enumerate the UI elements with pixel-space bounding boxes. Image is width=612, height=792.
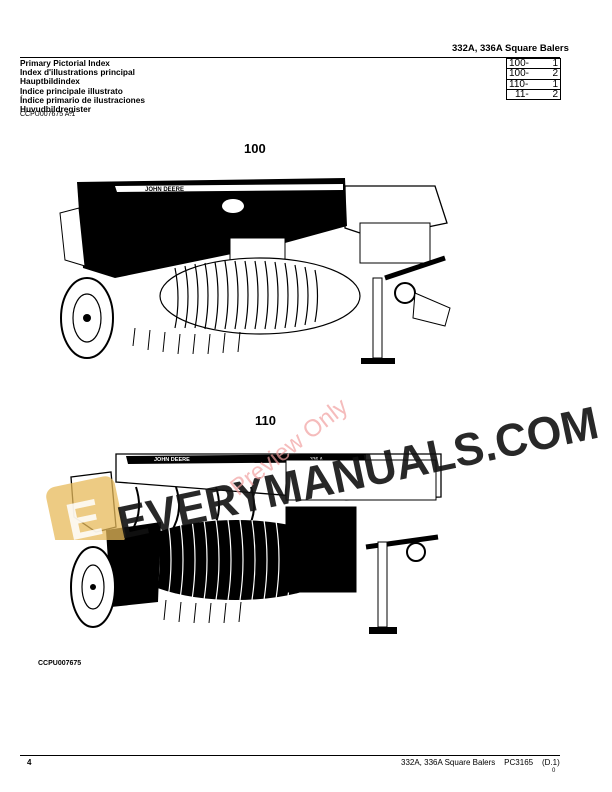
index-title-fr: Index d'illustrations principal <box>20 67 135 78</box>
index-title-block: Primary Pictorial Index Index d'illustra… <box>20 58 145 115</box>
reference-row[interactable]: 110-1 <box>507 79 561 90</box>
footer-rule <box>20 755 560 756</box>
brand-decal-100: JOHN DEERE <box>145 187 184 193</box>
brand-decal-110: JOHN DEERE <box>154 457 190 463</box>
reference-row[interactable]: 100-2 <box>507 69 561 80</box>
index-title-en: Primary Pictorial Index <box>20 58 110 68</box>
page-number: 4 <box>27 758 32 767</box>
reference-row[interactable]: 100-1 <box>507 58 561 70</box>
baler-illustration-100[interactable]: JOHN DEERE <box>55 168 455 378</box>
illustration-code-top: CCPU007675 A.1 <box>20 111 76 118</box>
index-title-es: Índice primario de ilustraciones <box>20 94 145 105</box>
index-title-it: Indice principale illustrato <box>20 85 123 96</box>
index-title-de: Hauptbildindex <box>20 76 80 87</box>
baler-illustration-110[interactable]: JOHN DEERE 336 A <box>66 442 446 642</box>
figure-label-100[interactable]: 100 <box>244 141 266 156</box>
header-rule <box>20 57 560 58</box>
document-header-title: 332A, 336A Square Balers <box>452 43 569 54</box>
index-title-sv: Huvudbildregister <box>20 104 91 115</box>
footer-small-mark: 0 <box>552 768 556 774</box>
illustration-code-bottom: CCPU007675 <box>38 660 82 667</box>
reference-table: 100-1 100-2 110-1 11-2 <box>506 58 561 101</box>
figure-label-110[interactable]: 110 <box>255 413 276 428</box>
reference-row[interactable]: 11-2 <box>507 89 561 101</box>
footer-text: 332A, 336A Square Balers PC3165 (D.1) <box>401 758 560 767</box>
